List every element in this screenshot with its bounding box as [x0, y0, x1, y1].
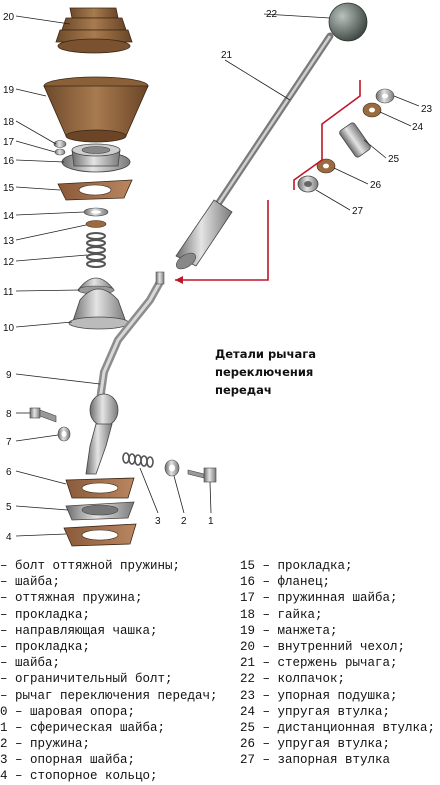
callout-6: 6	[6, 467, 12, 478]
diagram-caption: Детали рычага переключения передач	[215, 345, 365, 399]
guide-cup-part	[65, 501, 135, 521]
legend-item: 24 – упругая втулка;	[240, 704, 391, 719]
legend-item: 22 – колпачок;	[240, 672, 346, 687]
legend-item: 25 – дистанционная втулка;	[240, 720, 436, 735]
assembly-arrow-head	[175, 276, 183, 284]
callout-18: 18	[3, 117, 15, 128]
callout-25: 25	[388, 154, 400, 165]
lever-rod-part	[175, 32, 334, 270]
callout-20: 20	[3, 12, 15, 23]
callout-10: 10	[3, 323, 15, 334]
callout-12: 12	[3, 257, 15, 268]
assembly-bracket	[293, 80, 361, 190]
callout-11: 11	[3, 287, 14, 298]
callout-27: 27	[352, 206, 364, 217]
callout-22: 22	[266, 9, 278, 20]
gasket-6-part	[65, 477, 135, 499]
elastic-bushing-24-part	[362, 102, 382, 118]
washer-part	[83, 207, 109, 228]
legend-item: 2 – пружина;	[0, 737, 91, 752]
callout-19: 19	[3, 85, 15, 96]
callout-15: 15	[3, 183, 15, 194]
legend-item: 0 – шаровая опора;	[0, 704, 136, 719]
legend-item: – шайба;	[0, 656, 61, 671]
tension-spring-part	[122, 452, 154, 468]
legend-item: 18 – гайка;	[240, 607, 323, 622]
spring-12-part	[86, 232, 106, 268]
legend-item: – направляющая чашка;	[0, 623, 158, 638]
legend-item: 4 – стопорное кольцо;	[0, 769, 158, 784]
legend-item: – оттяжная пружина;	[0, 591, 143, 606]
legend-item: 16 – фланец;	[240, 575, 331, 590]
legend-item: – прокладка;	[0, 639, 91, 654]
exploded-parts-diagram: 20 19 18 17 16 15 14 13 12 11 10 9 8 7 6…	[3, 2, 433, 547]
legend-left-column: – болт оттяжной пружины; – шайба; – оття…	[0, 558, 240, 785]
legend-item: 26 – упругая втулка;	[240, 737, 391, 752]
legend-item: 23 – упорная подушка;	[240, 688, 398, 703]
callout-26: 26	[370, 180, 382, 191]
callout-9: 9	[6, 370, 12, 381]
callout-8: 8	[6, 409, 12, 420]
caption-line: передач	[215, 383, 272, 397]
callout-16: 16	[3, 156, 15, 167]
leader-lines	[15, 13, 420, 537]
legend-item: 1 – сферическая шайба;	[0, 720, 166, 735]
knob-part	[328, 2, 368, 42]
gear-lever-part	[85, 271, 165, 475]
thrust-pad-part	[375, 88, 395, 104]
legend-item: 17 – пружинная шайба;	[240, 591, 398, 606]
callout-3: 3	[155, 516, 161, 527]
legend-item: – болт оттяжной пружины;	[0, 559, 181, 573]
locking-bushing-part	[297, 175, 319, 193]
legend-item: 15 – прокладка;	[240, 559, 353, 573]
legend-item: 20 – внутренний чехол;	[240, 639, 406, 654]
elastic-bushing-26-part	[316, 158, 336, 174]
spacer-bushing-part	[339, 122, 371, 158]
callout-5: 5	[6, 502, 12, 513]
washer-2-part	[164, 459, 180, 477]
cuff-part	[43, 76, 149, 143]
callout-2: 2	[181, 516, 187, 527]
legend-item: 19 – манжета;	[240, 623, 338, 638]
spring-bolt-part	[187, 467, 217, 483]
legend-item: 21 – стержень рычага;	[240, 656, 398, 671]
legend-item: – ограничительный болт;	[0, 672, 173, 687]
legend-item: – прокладка;	[0, 607, 91, 622]
nut-part	[53, 140, 67, 156]
legend-item: – шайба;	[0, 575, 61, 590]
inner-boot-part	[55, 7, 133, 54]
callout-numbers: 20 19 18 17 16 15 14 13 12 11 10 9 8 7 6…	[3, 9, 433, 543]
legend-right-column: 15 – прокладка; 16 – фланец; 17 – пружин…	[240, 558, 440, 768]
caption-line: Детали рычага	[215, 347, 317, 361]
callout-21: 21	[221, 50, 233, 61]
gasket-4-part	[63, 523, 137, 547]
callout-17: 17	[3, 137, 15, 148]
legend-item: – рычаг переключения передач;	[0, 688, 218, 703]
callout-13: 13	[3, 236, 15, 247]
callout-1: 1	[208, 516, 214, 527]
ball-support-part	[68, 288, 130, 330]
callout-14: 14	[3, 211, 15, 222]
flange-part	[61, 143, 131, 173]
legend-item: 3 – опорная шайба;	[0, 753, 136, 768]
gasket-15-part	[57, 179, 133, 201]
callout-24: 24	[412, 122, 424, 133]
limiting-bolt-part	[29, 407, 71, 442]
assembly-arrow	[175, 200, 269, 281]
callout-23: 23	[421, 104, 433, 115]
callout-7: 7	[6, 437, 12, 448]
legend-item: 27 – запорная втулка	[240, 753, 391, 768]
callout-4: 4	[6, 532, 12, 543]
caption-line: переключения	[215, 365, 314, 379]
